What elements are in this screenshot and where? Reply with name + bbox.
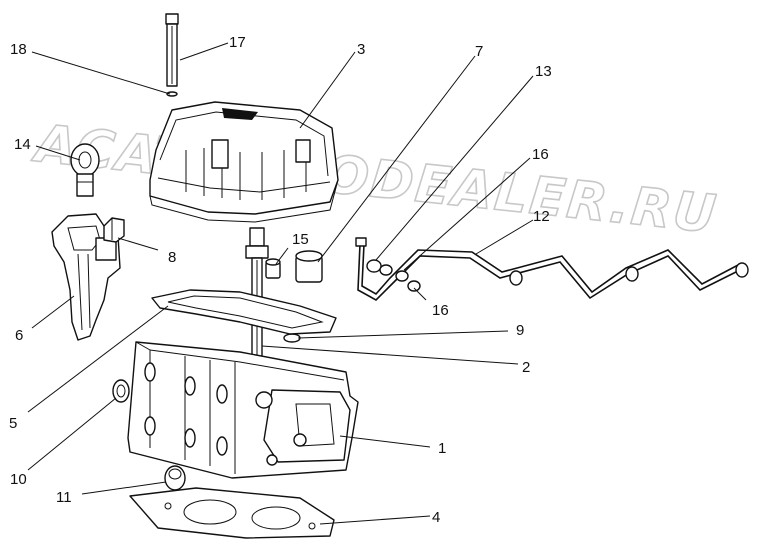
part-1-cylinder-head [127, 341, 359, 479]
part-14-lifting-eye [70, 143, 100, 197]
callout-3: 3 [357, 41, 365, 58]
callout-5: 5 [9, 415, 17, 432]
callout-8: 8 [168, 249, 176, 266]
part-12-fuel-line [355, 237, 749, 301]
callout-2: 2 [522, 359, 530, 376]
part-8-nut [103, 217, 125, 243]
callout-17: 17 [229, 34, 246, 51]
part-17-bolt [165, 13, 179, 87]
callout-13: 13 [535, 63, 552, 80]
callout-10: 10 [10, 471, 27, 488]
callout-11: 11 [56, 489, 72, 506]
leader-lines [27, 42, 534, 525]
callout-1: 1 [438, 440, 446, 457]
part-6-injector-bracket [51, 213, 121, 341]
callout-9: 9 [516, 322, 524, 339]
part-11-cap [164, 465, 186, 491]
callout-18: 18 [10, 41, 27, 58]
part-5-cover-gasket [151, 289, 337, 335]
callout-14: 14 [14, 136, 31, 153]
part-18-washer [166, 91, 178, 97]
callout-12: 12 [533, 208, 550, 225]
part-4-head-gasket [129, 487, 335, 539]
part-15-seal [265, 258, 281, 279]
callout-7: 7 [475, 43, 483, 60]
part-16-sealing-washers [395, 270, 421, 292]
watermark-text: ACAT.AUTODEALER.RU [29, 114, 720, 246]
callout-15: 15 [292, 231, 309, 248]
callout-4: 4 [432, 509, 440, 526]
callout-labels: 18 17 3 7 13 14 16 12 15 8 16 6 9 2 5 1 … [9, 34, 552, 526]
part-7-bushing [295, 250, 323, 283]
part-13-banjo-fitting [366, 259, 393, 276]
part-9-o-ring [283, 333, 301, 343]
callout-16-top: 16 [532, 146, 549, 163]
part-10-plug [112, 379, 130, 403]
callout-6: 6 [15, 327, 23, 344]
callout-16-bottom: 16 [432, 302, 449, 319]
part-3-valve-cover [149, 101, 339, 223]
